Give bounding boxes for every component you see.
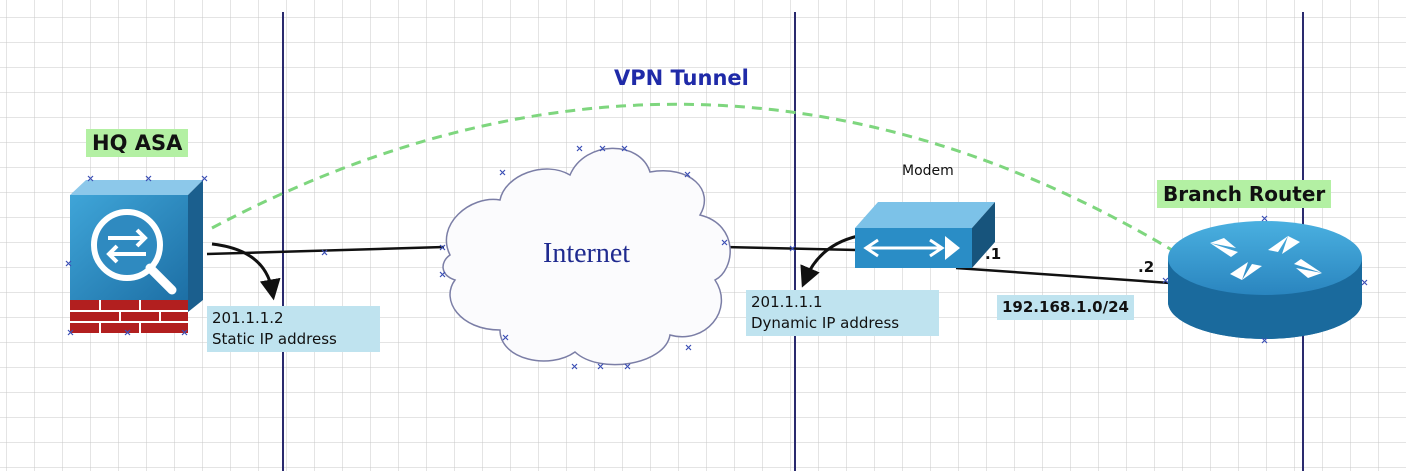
connection-markers xyxy=(65,145,1368,370)
router-lan-suffix: .2 xyxy=(1138,258,1155,276)
hq-ip-type: Static IP address xyxy=(212,330,337,348)
modem-lan-suffix: .1 xyxy=(985,245,1002,263)
link-internet-to-modem xyxy=(723,245,858,252)
router-icon xyxy=(1168,221,1362,339)
modem-ip-address: 201.1.1.1 xyxy=(751,293,823,311)
asa-firewall-icon xyxy=(70,180,203,333)
hq-asa-label: HQ ASA xyxy=(86,129,189,157)
vpn-tunnel-label: VPN Tunnel xyxy=(614,66,749,90)
internet-label: Internet xyxy=(543,238,631,269)
modem-ip-box: 201.1.1.1 Dynamic IP address xyxy=(746,290,939,336)
internet-cloud-icon xyxy=(442,147,731,366)
vpn-tunnel-arc xyxy=(211,102,1173,252)
hq-ip-arrow xyxy=(211,242,281,301)
modem-ip-arrow xyxy=(800,234,859,288)
hq-ip-box: 201.1.1.2 Static IP address xyxy=(207,306,380,352)
hq-ip-address: 201.1.1.2 xyxy=(212,309,284,327)
link-modem-to-router xyxy=(955,266,1171,285)
lan-subnet-label: 192.168.1.0/24 xyxy=(997,295,1134,320)
modem-icon xyxy=(855,202,995,268)
branch-router-label: Branch Router xyxy=(1157,180,1332,208)
modem-ip-type: Dynamic IP address xyxy=(751,314,900,332)
modem-label: Modem xyxy=(902,163,954,179)
